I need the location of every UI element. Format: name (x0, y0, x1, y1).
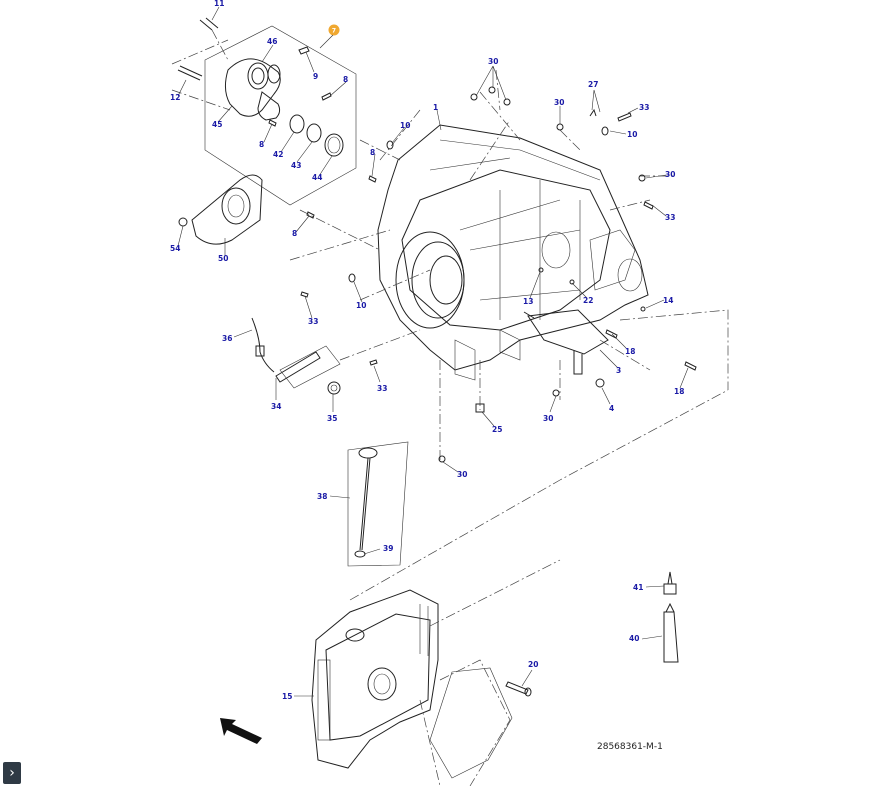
callout-18[interactable]: 18 (625, 347, 635, 356)
callout-30[interactable]: 30 (488, 57, 498, 66)
fasteners (300, 86, 697, 463)
callout-10[interactable]: 10 (356, 301, 366, 310)
callout-18[interactable]: 18 (674, 387, 684, 396)
callout-8[interactable]: 8 (343, 75, 348, 84)
callout-25[interactable]: 25 (492, 425, 502, 434)
callout-14[interactable]: 14 (663, 296, 673, 305)
callout-10[interactable]: 10 (627, 130, 637, 139)
bearing-housing-group (204, 25, 357, 206)
callout-46[interactable]: 46 (267, 37, 277, 46)
callout-41[interactable]: 41 (633, 583, 643, 592)
callout-38[interactable]: 38 (317, 492, 327, 501)
callout-13[interactable]: 13 (523, 297, 533, 306)
callout-44[interactable]: 44 (312, 173, 322, 182)
callout-10[interactable]: 10 (400, 121, 410, 130)
callout-8[interactable]: 8 (370, 148, 375, 157)
callout-50[interactable]: 50 (218, 254, 228, 263)
front-direction-arrow (220, 718, 262, 744)
callout-8[interactable]: 8 (259, 140, 264, 149)
callout-33[interactable]: 33 (639, 103, 649, 112)
callout-11[interactable]: 11 (214, 0, 224, 8)
callout-33[interactable]: 33 (308, 317, 318, 326)
callout-45[interactable]: 45 (212, 120, 222, 129)
chevron-right-icon: › (9, 765, 15, 781)
callout-33[interactable]: 33 (665, 213, 675, 222)
cover-plate (191, 174, 263, 245)
callout-54[interactable]: 54 (170, 244, 180, 253)
callout-42[interactable]: 42 (273, 150, 283, 159)
callout-15[interactable]: 15 (282, 692, 292, 701)
expand-panel-button[interactable]: › (3, 762, 21, 784)
callout-39[interactable]: 39 (383, 544, 393, 553)
callout-30[interactable]: 30 (665, 170, 675, 179)
callout-33[interactable]: 33 (377, 384, 387, 393)
lower-housing (311, 589, 439, 769)
callout-35[interactable]: 35 (327, 414, 337, 423)
callout-30[interactable]: 30 (457, 470, 467, 479)
svg-text:7: 7 (332, 28, 336, 35)
callout-12[interactable]: 12 (170, 93, 180, 102)
callout-22[interactable]: 22 (583, 296, 593, 305)
callout-labels: 11 46 9 8 12 45 8 42 43 44 10 8 54 50 8 … (170, 0, 684, 701)
callout-30[interactable]: 30 (554, 98, 564, 107)
callout-9[interactable]: 9 (313, 72, 318, 81)
diagram-reference-code: 28568361-M-1 (597, 742, 663, 752)
callout-8[interactable]: 8 (292, 229, 297, 238)
callout-36[interactable]: 36 (222, 334, 232, 343)
callout-34[interactable]: 34 (271, 402, 281, 411)
leader-lines (177, 6, 689, 697)
callout-20[interactable]: 20 (528, 660, 538, 669)
callout-4[interactable]: 4 (609, 404, 614, 413)
callout-43[interactable]: 43 (291, 161, 301, 170)
callout-3[interactable]: 3 (616, 366, 621, 375)
callout-40[interactable]: 40 (629, 634, 639, 643)
callout-27[interactable]: 27 (588, 80, 598, 89)
main-housing (377, 124, 649, 381)
callout-30[interactable]: 30 (543, 414, 553, 423)
highlight-marker[interactable] (328, 24, 340, 36)
callout-1[interactable]: 1 (433, 103, 438, 112)
